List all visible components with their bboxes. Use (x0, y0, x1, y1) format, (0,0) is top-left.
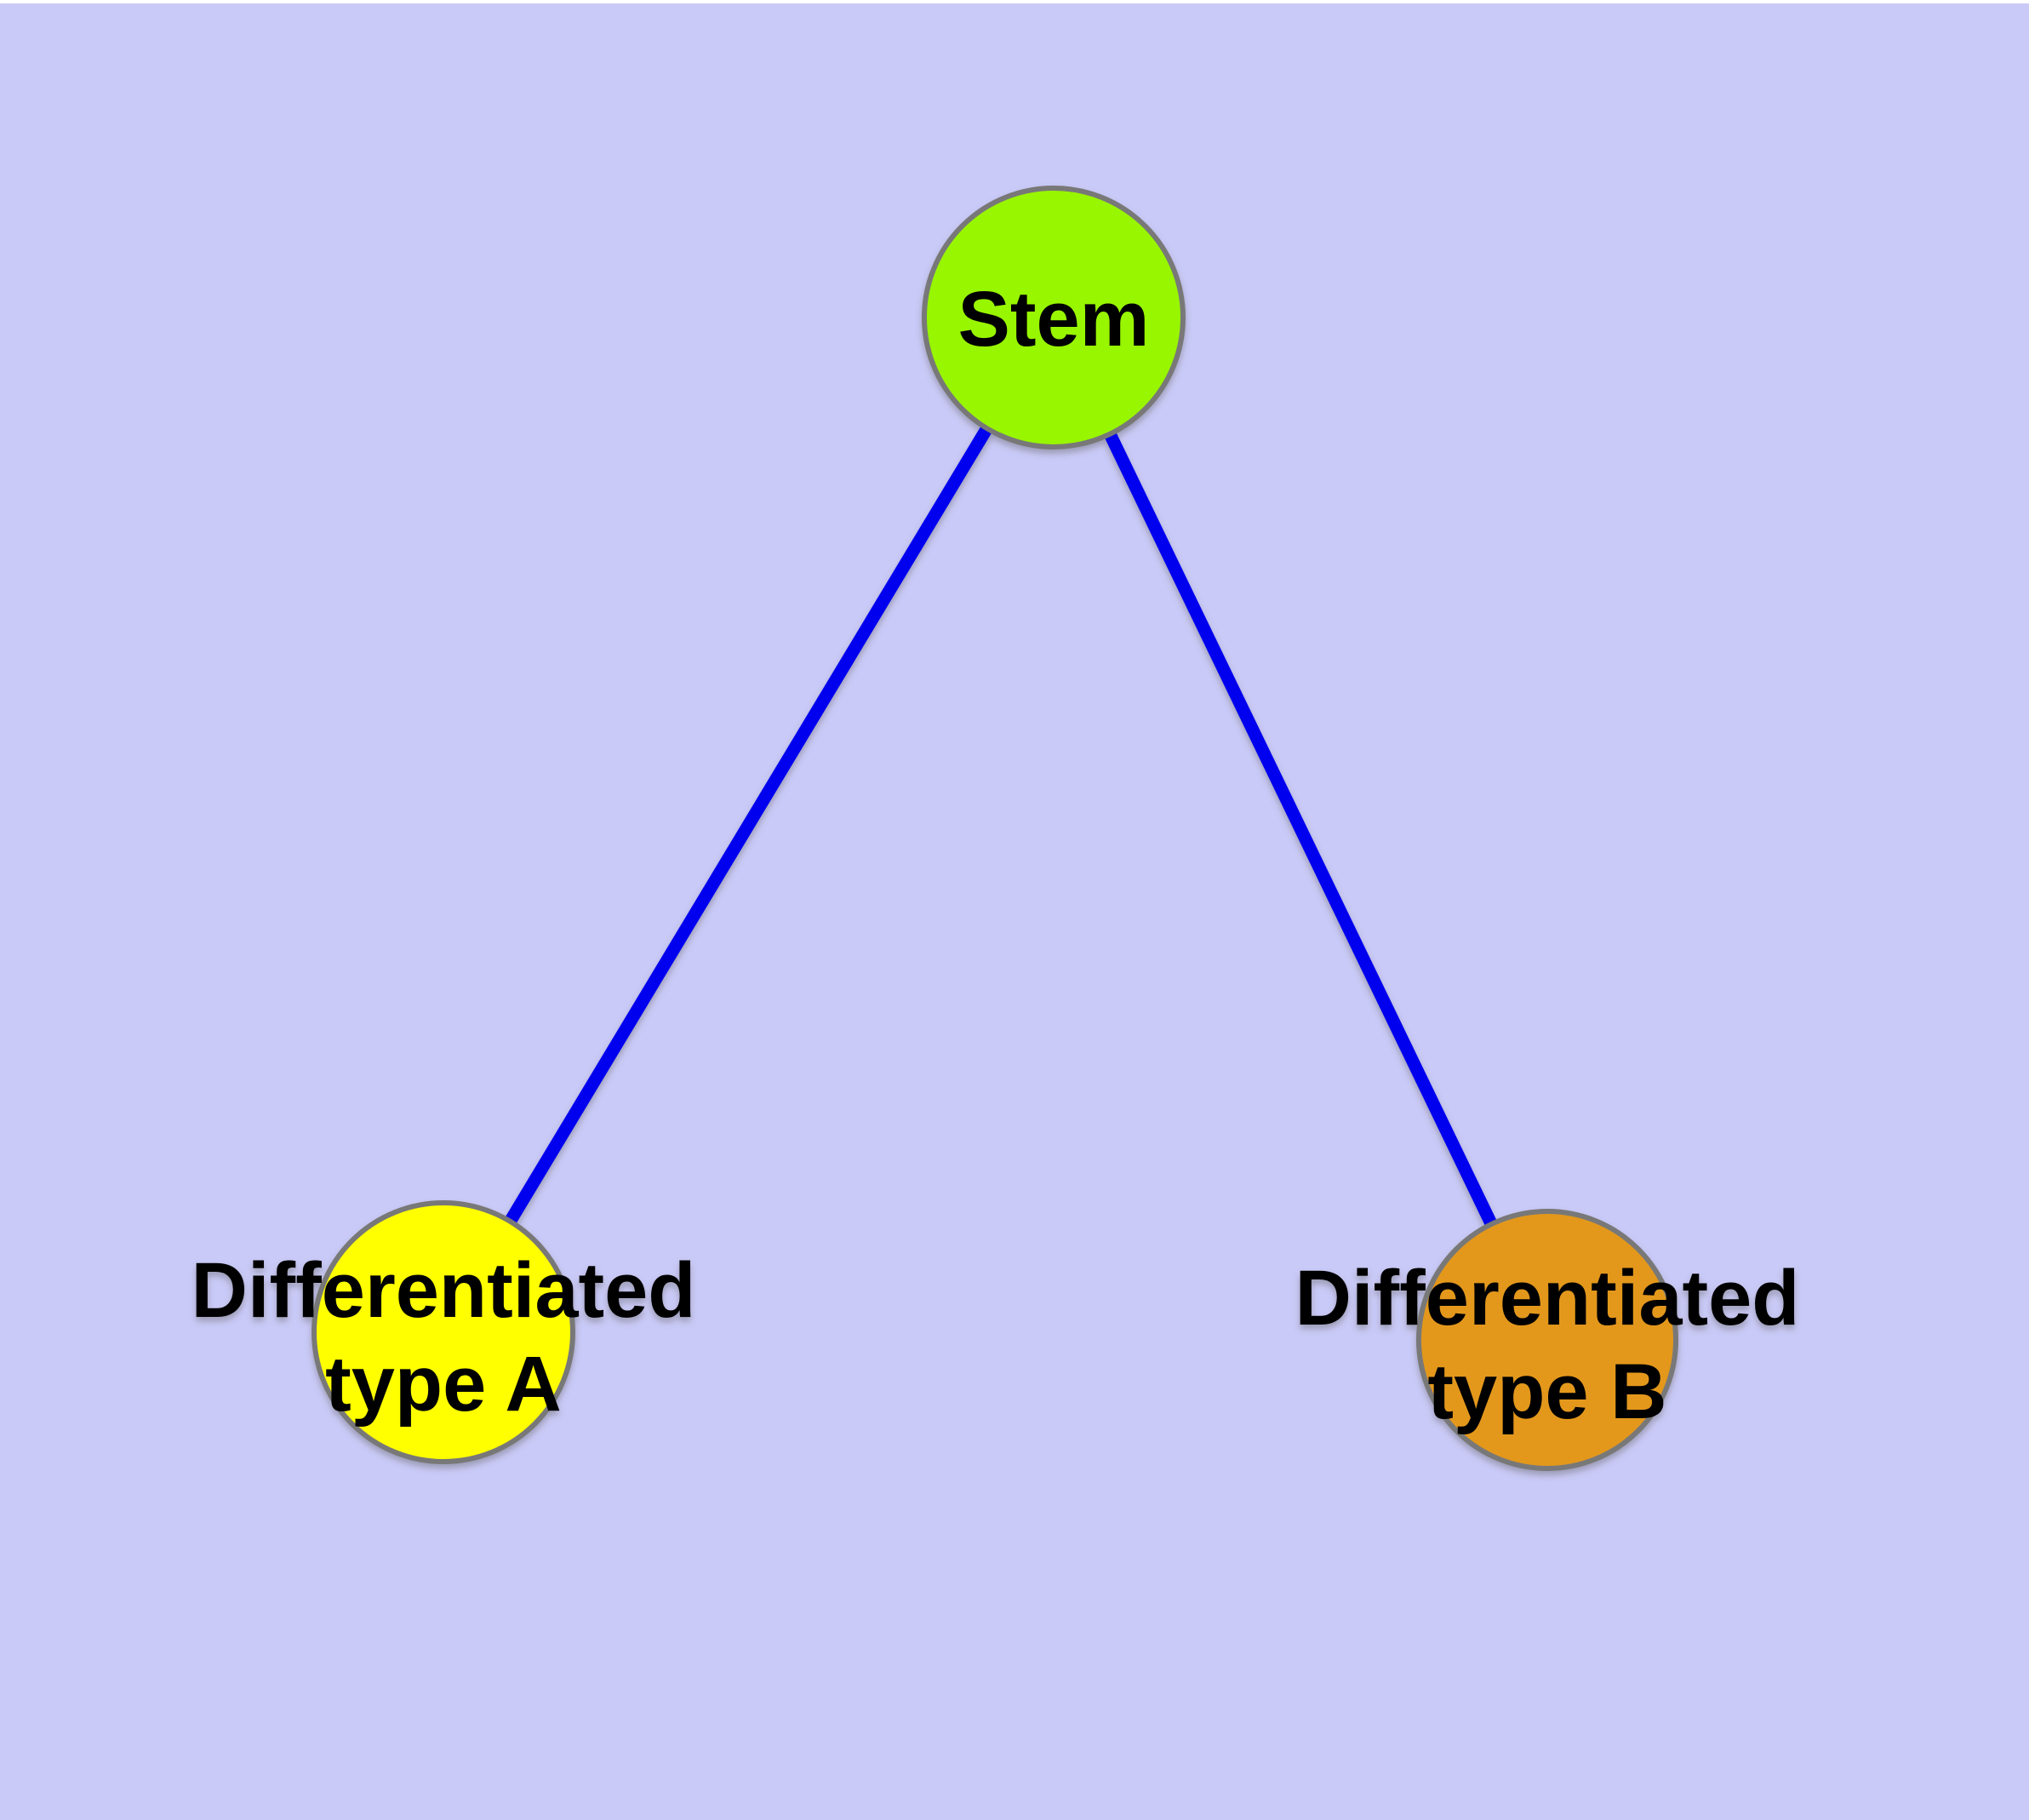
top-frame-line (0, 0, 2029, 3)
edge-stem-to-type-b (1048, 314, 1553, 1343)
node-type-a-label-line1: Differentiated (191, 1247, 696, 1334)
node-type-b-label-line1: Differentiated (1295, 1255, 1800, 1342)
node-type-a-label-line2: type A (325, 1341, 562, 1428)
node-type-b-label-line2: type B (1427, 1348, 1666, 1435)
edge-stem-to-type-a (437, 314, 1060, 1336)
node-stem (922, 186, 1186, 449)
node-differentiated-type-b (1416, 1209, 1678, 1471)
node-stem-label: Stem (958, 276, 1150, 363)
node-differentiated-type-a (311, 1200, 575, 1464)
